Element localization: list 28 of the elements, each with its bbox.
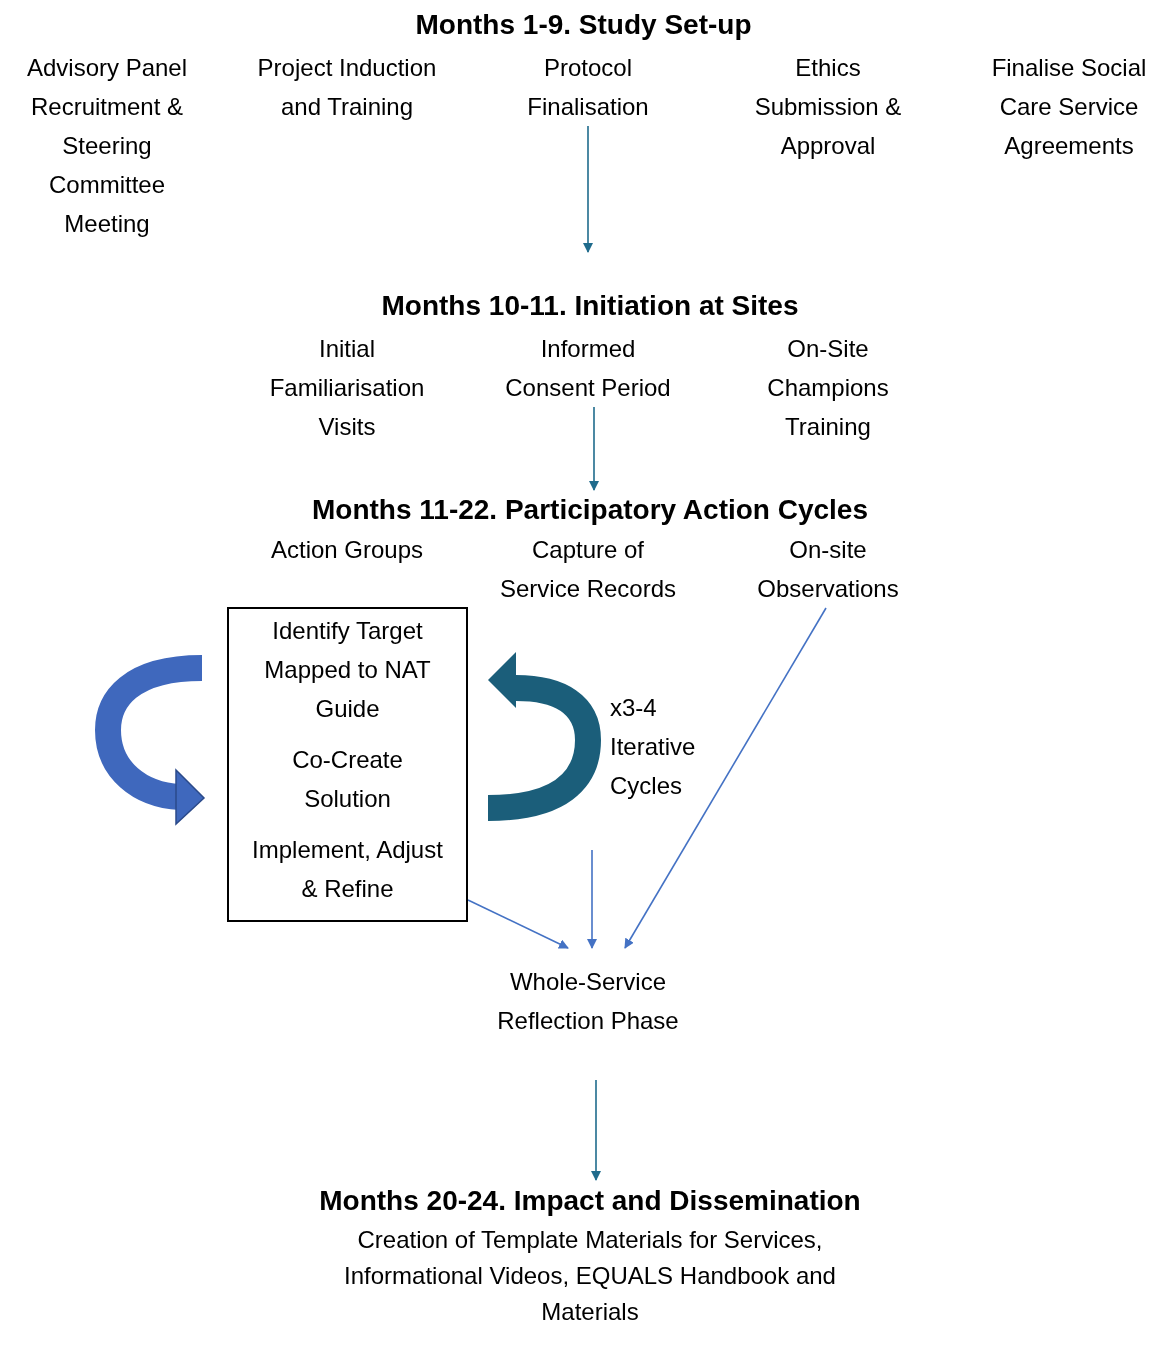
step-text: Whole-Service Reflection Phase bbox=[496, 967, 680, 1036]
step-text: Ethics Submission & Approval bbox=[753, 53, 903, 161]
step-text: Informed Consent Period bbox=[504, 334, 672, 403]
step-text: Identify Target Mapped to NAT Guide bbox=[263, 616, 432, 724]
phase-heading: Months 11-22. Participatory Action Cycles bbox=[311, 493, 869, 527]
step-text: Co-Create Solution bbox=[291, 745, 404, 814]
description-text: Creation of Template Materials for Services, Informational Videos, EQUALS Handbook and Materials bbox=[343, 1225, 837, 1327]
note-text: x3-4 Iterative Cycles bbox=[610, 693, 697, 801]
arrow bbox=[589, 406, 599, 491]
arrow bbox=[467, 899, 569, 949]
step-text: Initial Familiarisation Visits bbox=[268, 334, 426, 442]
step-text: Implement, Adjust & Refine bbox=[251, 835, 444, 904]
process-box bbox=[227, 607, 468, 922]
step-text: Project Induction and Training bbox=[256, 53, 438, 122]
step-text: Capture of Service Records bbox=[498, 535, 678, 604]
arrow bbox=[591, 1079, 601, 1181]
arrow bbox=[583, 125, 593, 253]
step-text: On-site Observations bbox=[756, 535, 900, 604]
step-text: Action Groups bbox=[269, 535, 425, 565]
step-text: Protocol Finalisation bbox=[526, 53, 650, 122]
step-text: On-Site Champions Training bbox=[766, 334, 890, 442]
arrow bbox=[587, 849, 597, 949]
step-text: Finalise Social Care Service Agreements bbox=[990, 53, 1148, 161]
phase-heading: Months 1-9. Study Set-up bbox=[414, 8, 753, 42]
phase-heading: Months 20-24. Impact and Dissemination bbox=[319, 1184, 861, 1218]
phase-heading: Months 10-11. Initiation at Sites bbox=[380, 289, 800, 323]
step-text: Advisory Panel Recruitment & Steering Committee Meeting bbox=[25, 53, 189, 239]
arrow bbox=[624, 607, 827, 949]
